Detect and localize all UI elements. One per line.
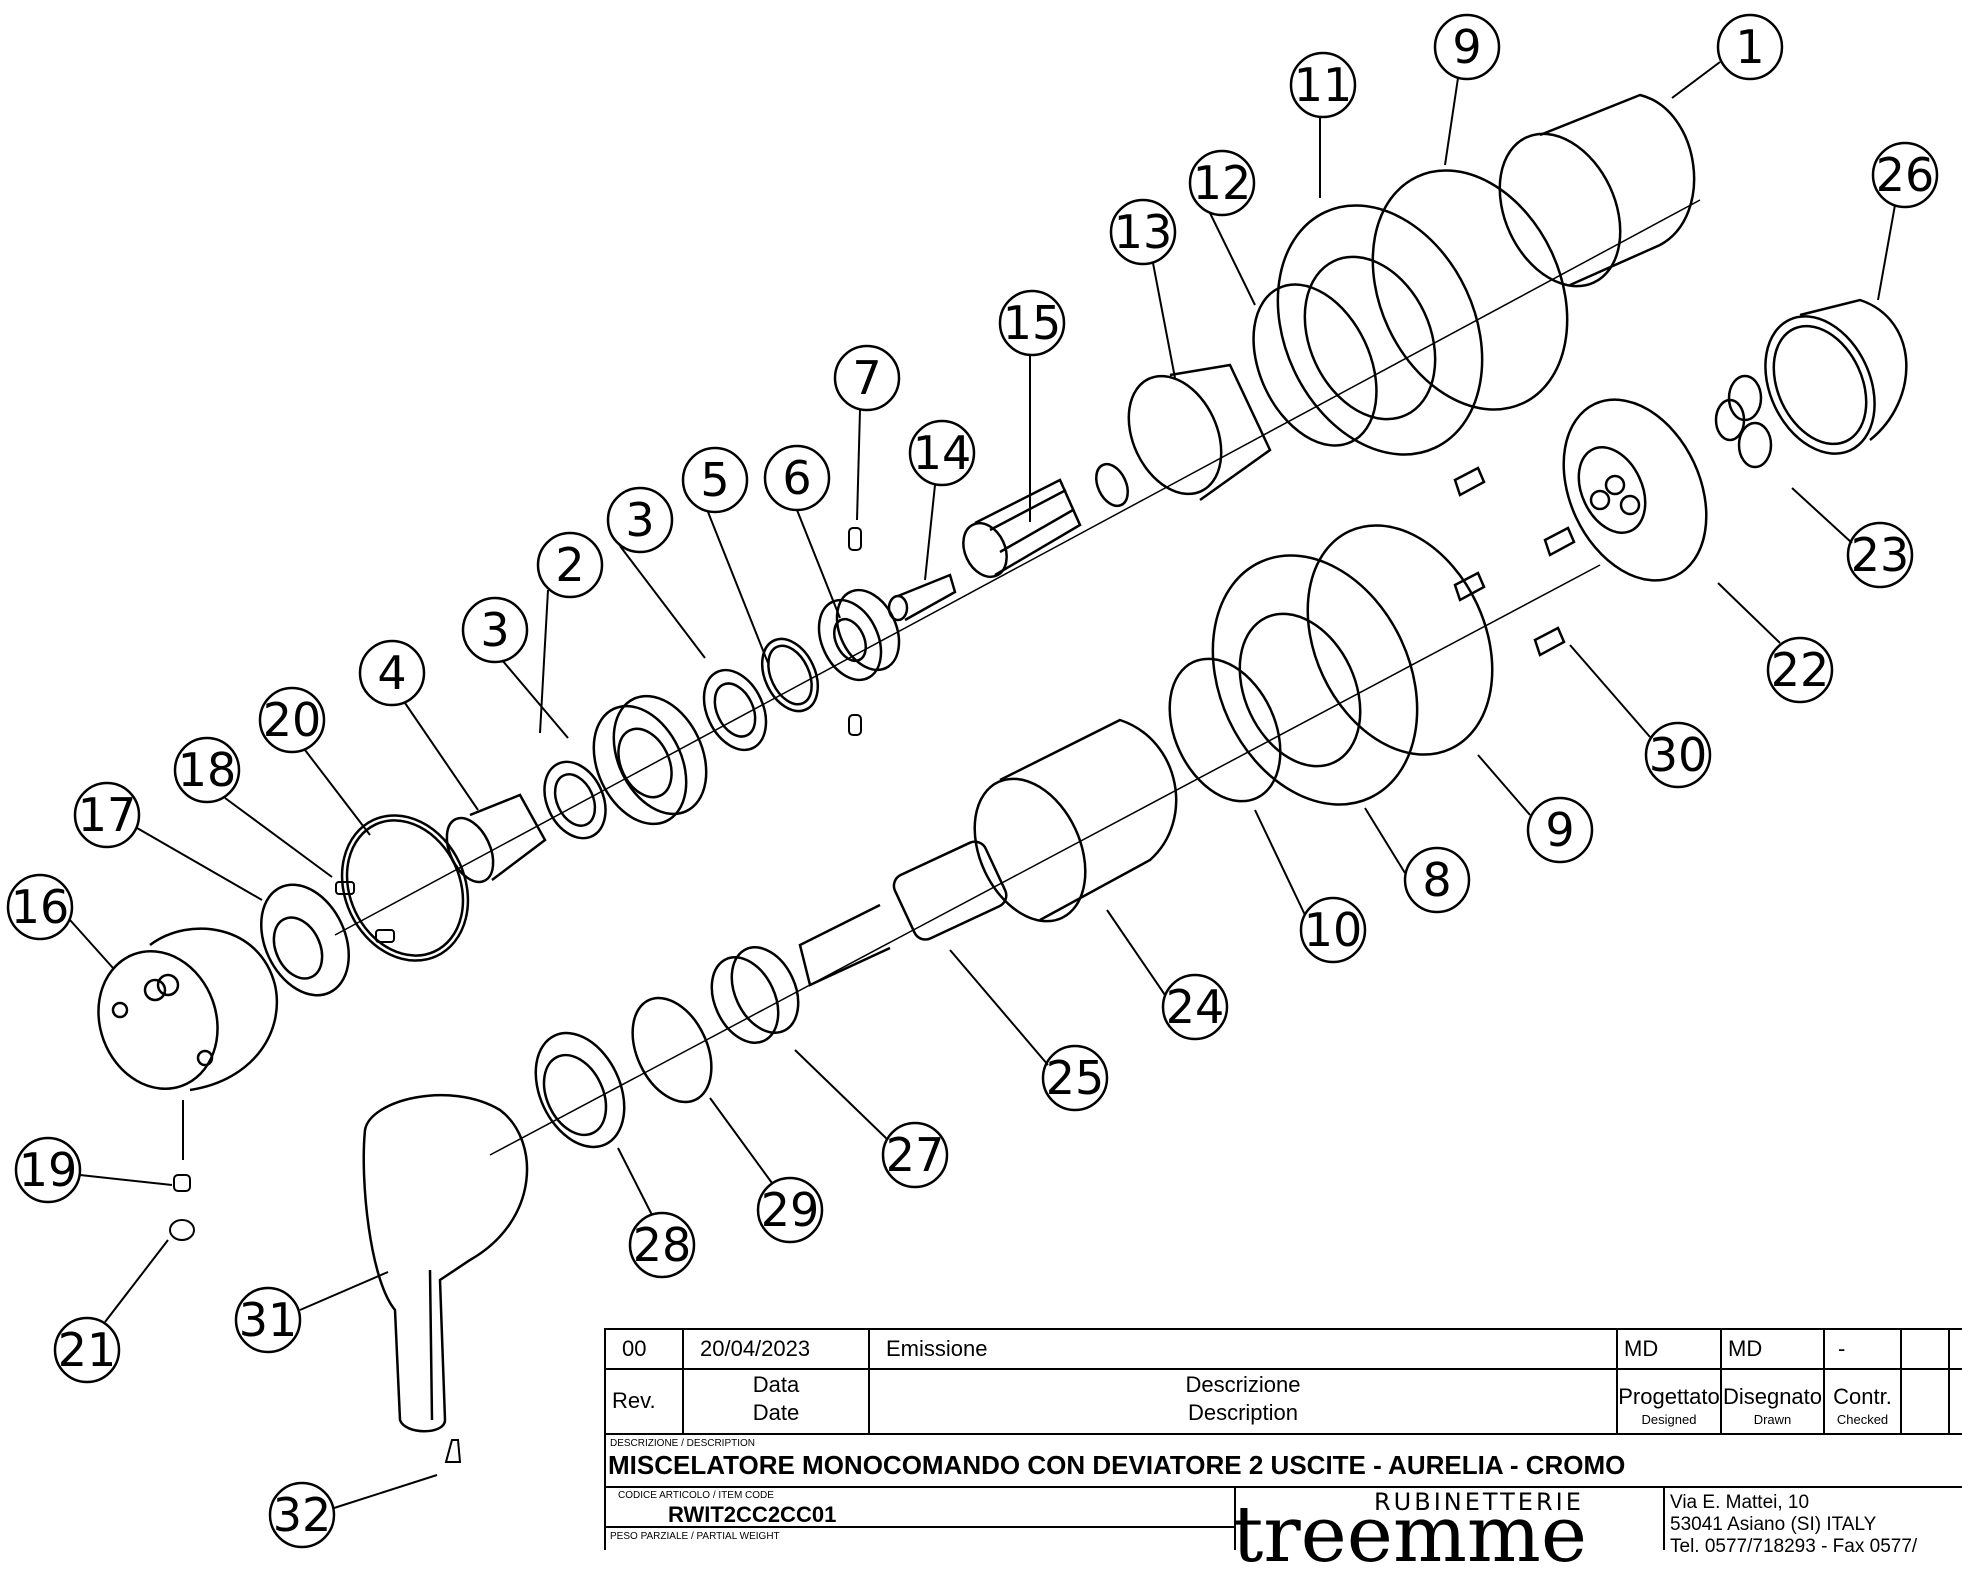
date-label-en: Date <box>752 1400 800 1425</box>
callout-15: 15 <box>1003 296 1062 350</box>
part-16-handle-cap <box>97 927 279 1092</box>
part-1-sleeve <box>1498 93 1696 288</box>
callout-24: 24 <box>1166 980 1225 1034</box>
description-label-it: Descrizione <box>1185 1372 1301 1397</box>
drawing-description: MISCELATORE MONOCOMANDO CON DEVIATORE 2 … <box>608 1450 1626 1480</box>
address-line-2: 53041 Asiano (SI) ITALY <box>1670 1514 1877 1535</box>
callout-16: 16 <box>11 880 70 934</box>
part-13-spindle <box>1095 363 1272 508</box>
rev-checked: - <box>1838 1336 1846 1361</box>
part-9-gasket-upper <box>1371 169 1569 411</box>
part-3-washer-a <box>543 760 607 840</box>
callout-26: 26 <box>1876 148 1935 202</box>
rev-drawn: MD <box>1728 1336 1763 1361</box>
part-5-washer <box>760 637 820 713</box>
part-4-bushing <box>445 793 547 884</box>
drawn-label-en: Drawn <box>1753 1412 1792 1427</box>
callout-20: 20 <box>263 693 322 747</box>
part-30-screws <box>1453 466 1576 657</box>
weight-caption: PESO PARZIALE / PARTIAL WEIGHT <box>610 1531 780 1542</box>
callout-3-upper: 3 <box>625 493 654 547</box>
part-22-diverter-body <box>1562 398 1708 582</box>
item-code: RWIT2CC2CC01 <box>668 1502 837 1527</box>
callout-19: 19 <box>19 1143 78 1197</box>
callout-11: 11 <box>1294 58 1353 112</box>
callout-14: 14 <box>913 426 972 480</box>
callout-1: 1 <box>1735 20 1764 74</box>
address-line-3: Tel. 0577/718293 - Fax 0577/ <box>1670 1536 1918 1557</box>
callout-6: 6 <box>782 451 811 505</box>
rev-date: 20/04/2023 <box>700 1336 811 1361</box>
callout-2: 2 <box>555 538 584 592</box>
part-31-lever-handle <box>362 1093 529 1433</box>
callout-7: 7 <box>852 351 881 405</box>
part-9-gasket-lower <box>1306 524 1494 756</box>
callout-4: 4 <box>377 646 406 700</box>
callout-10: 10 <box>1304 903 1363 957</box>
designed-label-en: Designed <box>1641 1412 1697 1427</box>
callout-12: 12 <box>1193 156 1252 210</box>
callout-13: 13 <box>1114 205 1173 259</box>
part-29-oring <box>631 996 713 1104</box>
part-27-nut <box>710 946 800 1044</box>
description-label-en: Description <box>1187 1400 1299 1425</box>
part-15-spline-shaft <box>962 478 1082 578</box>
part-6-bearing <box>817 588 901 682</box>
callout-22: 22 <box>1771 643 1830 697</box>
part-19-grub-screw <box>173 1174 191 1192</box>
part-24-sleeve <box>973 718 1178 923</box>
part-23-orings <box>1714 374 1773 469</box>
description-caption: DESCRIZIONE / DESCRIPTION <box>610 1438 756 1449</box>
callout-9-upper: 9 <box>1452 20 1481 74</box>
rev-label: Rev. <box>612 1388 656 1413</box>
callout-29: 29 <box>761 1183 820 1237</box>
part-7-dowel-pins <box>848 527 862 736</box>
rev-number: 00 <box>622 1336 647 1361</box>
callout-28: 28 <box>633 1218 692 1272</box>
part-14-screw <box>887 573 957 622</box>
address-line-1: Via E. Mattei, 10 <box>1670 1492 1810 1513</box>
designed-label-it: Progettato <box>1618 1384 1720 1409</box>
title-block: 00 20/04/2023 Emissione MD MD - Rev. Dat… <box>604 1328 1962 1574</box>
callout-5: 5 <box>700 453 729 507</box>
checked-label-en: Checked <box>1836 1412 1889 1427</box>
callout-17: 17 <box>78 788 137 842</box>
part-12-oring <box>1252 283 1378 447</box>
brand-top: RUBINETTERIE <box>1374 1488 1584 1516</box>
callout-23: 23 <box>1851 528 1910 582</box>
part-28-ring <box>534 1031 626 1149</box>
checked-label-it: Contr. <box>1833 1384 1892 1409</box>
part-26-cap <box>1764 298 1908 455</box>
part-8-escutcheon <box>1211 554 1419 806</box>
callout-numbers: 1 2 3 3 4 5 6 7 8 9 9 10 11 12 13 14 15 … <box>11 20 1935 1542</box>
part-17-flange <box>259 883 351 997</box>
brand-logo: treemme <box>1232 1490 1588 1580</box>
callout-18: 18 <box>178 743 237 797</box>
rev-description: Emissione <box>886 1336 988 1361</box>
part-10-oring <box>1168 657 1282 803</box>
part-32-pin <box>444 1439 462 1463</box>
callout-8: 8 <box>1422 853 1451 907</box>
part-2-ring-nut <box>592 694 708 826</box>
drawn-label-it: Disegnato <box>1722 1384 1823 1409</box>
part-20-oring <box>340 814 470 962</box>
part-3-washer-b <box>702 668 768 752</box>
callout-circles <box>6 13 1939 1549</box>
part-21-plug <box>169 1219 195 1241</box>
part-25-cartridge <box>798 840 1008 987</box>
callout-30: 30 <box>1649 728 1708 782</box>
rev-designed: MD <box>1624 1336 1659 1361</box>
callout-25: 25 <box>1046 1051 1105 1105</box>
item-code-caption: CODICE ARTICOLO / ITEM CODE <box>618 1490 774 1501</box>
date-label-it: Data <box>752 1372 800 1397</box>
callout-3-lower: 3 <box>480 603 509 657</box>
callout-31: 31 <box>239 1293 298 1347</box>
callout-21: 21 <box>58 1323 117 1377</box>
callout-27: 27 <box>886 1128 945 1182</box>
leader-lines <box>69 61 1896 1509</box>
callout-32: 32 <box>273 1488 332 1542</box>
callout-9-lower: 9 <box>1545 803 1574 857</box>
part-11-escutcheon <box>1276 204 1484 456</box>
